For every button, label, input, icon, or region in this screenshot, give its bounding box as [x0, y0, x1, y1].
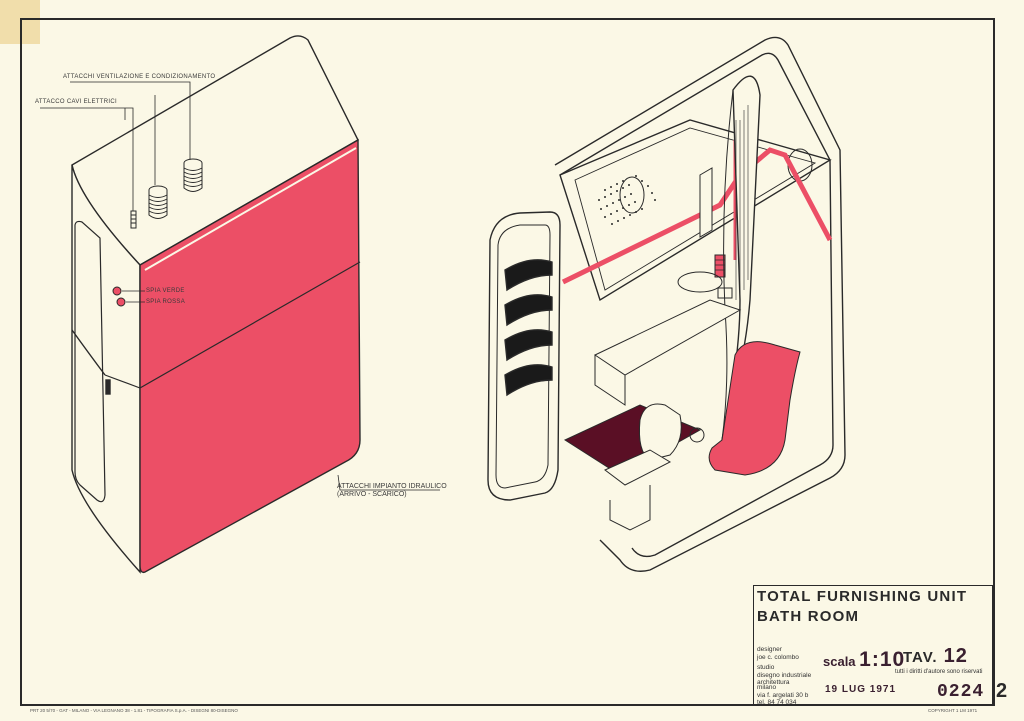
studio-line1: studio	[757, 664, 775, 671]
phone: tel. 84 74 034	[757, 699, 797, 706]
designer-info: designer joe c. colombo	[757, 646, 799, 661]
annotation-electrical: attacco cavi elettrici	[35, 99, 117, 105]
footer-print-info: PRT 20 5/70 - GAT - MILANO - VIA LEGNANO…	[30, 708, 238, 713]
annotation-ventilation: attacchi ventilazione e condizionamento	[63, 74, 216, 80]
ventilation-connector-1	[148, 185, 168, 219]
studio-line2: disegno industriale	[757, 671, 812, 679]
drawing-title: TOTAL FURNISHING UNIT BATH ROOM	[757, 587, 967, 627]
closed-bathroom-unit	[40, 35, 440, 574]
designer-name: joe c. colombo	[757, 653, 799, 661]
title-line1: TOTAL FURNISHING UNIT	[757, 588, 968, 605]
scale-label: scala	[823, 654, 856, 669]
address-info: milano via f. argelati 30 b tel. 84 74 0…	[757, 684, 808, 707]
title-line2: BATH ROOM	[757, 608, 860, 625]
tav-label: TAV.	[903, 649, 938, 666]
date-stamp: 19 LUG 1971	[825, 684, 897, 695]
annotation-green-light: spia verde	[146, 288, 185, 294]
rights-notice: tutti i diritti d'autore sono riservati	[895, 669, 983, 675]
footer-copyright: COPYRIGHT 1 LM 1971	[928, 708, 978, 713]
open-door-panel	[487, 211, 561, 501]
studio-line3: architettura	[757, 679, 790, 686]
annotation-hydraulic-line1: attacchi impianto idraulico	[337, 483, 447, 490]
studio-info: studio disegno industriale architettura	[757, 664, 811, 687]
city: milano	[757, 684, 777, 691]
drawing-frame	[20, 18, 995, 706]
title-block	[753, 585, 993, 705]
drawing-number: 0224	[937, 682, 985, 702]
open-bathroom-unit	[487, 36, 846, 572]
tav-value: 12	[943, 645, 968, 667]
annotation-hydraulic-line2: (arrivo - scarico)	[337, 491, 407, 498]
scale: scala 1:10	[823, 648, 905, 672]
annotation-red-light: spia rossa	[146, 299, 186, 305]
sheet-number: 2	[996, 680, 1008, 702]
address: via f. argelati 30 b	[757, 691, 809, 699]
tav: TAV. 12	[903, 645, 968, 668]
ventilation-connector-2	[183, 158, 203, 192]
electric-connector	[130, 210, 137, 229]
scale-value: 1:10	[859, 648, 906, 671]
annotation-hydraulic: attacchi impianto idraulico (arrivo - sc…	[337, 483, 447, 499]
designer-label: designer	[757, 646, 782, 653]
